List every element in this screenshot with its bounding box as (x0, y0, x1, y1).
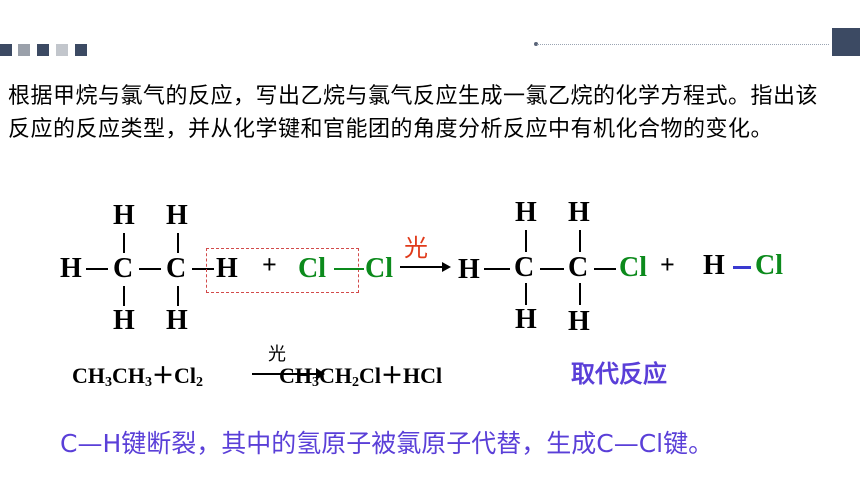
atom-h-bottom-2: H (166, 305, 188, 336)
eq-reactant2: Cl (174, 363, 197, 388)
question-text: 根据甲烷与氯气的反应，写出乙烷与氯气反应生成一氯乙烷的化学方程式。指出该反应的反… (8, 84, 819, 142)
bond-c4-cl (594, 268, 616, 270)
eq-plus-1: ＋ (152, 363, 175, 388)
plus-sign-2: + (660, 250, 675, 279)
eq-reactant1-sub2: 3 (145, 375, 152, 390)
atom-h-left-2: H (458, 254, 480, 285)
light-condition-label: 光 (404, 234, 428, 262)
atom-c2: C (166, 253, 187, 284)
atom-cl-2: Cl (365, 253, 393, 284)
atom-c3: C (514, 252, 535, 283)
atom-c1: C (113, 253, 134, 284)
eq-product1-sub2: 2 (352, 375, 360, 390)
eq-reactant1-a: CH (72, 363, 105, 388)
bond-h-c1 (86, 268, 108, 270)
bond-c4-h-top (579, 230, 581, 252)
atom-cl-hcl: Cl (755, 250, 783, 281)
conclusion-text: C—H键断裂，其中的氢原子被氯原子代替，生成C—Cl键。 (60, 429, 714, 458)
bond-break-highlight-box (206, 248, 359, 293)
bond-c2-h-bottom (177, 286, 179, 306)
bond-h-c3 (484, 268, 510, 270)
decor-square-1 (0, 44, 12, 56)
atom-c4: C (568, 252, 589, 283)
eq-product1-c: Cl (359, 363, 382, 388)
bond-c3-h-bottom (525, 283, 527, 305)
atom-h-top-2: H (166, 200, 188, 231)
eq-reactant2-sub: 2 (196, 375, 204, 390)
bond-c1-h-top (123, 233, 125, 253)
decor-square-2 (18, 44, 30, 56)
atom-h-right: H (216, 253, 238, 284)
eq-product1-a: CH (279, 363, 313, 388)
decor-dotted-line (537, 44, 829, 45)
eq-product1-sub1: 3 (312, 375, 320, 390)
decor-block (832, 28, 860, 56)
bond-c1-c2 (139, 268, 161, 270)
eq-reactant1-sub1: 3 (105, 375, 112, 390)
atom-h-left: H (60, 253, 82, 284)
eq-arrow-shaft (252, 373, 320, 375)
decor-square-3 (37, 44, 49, 56)
plus-sign-1: + (262, 250, 277, 279)
bond-c3-h-top (525, 230, 527, 252)
bond-c4-h-bottom (579, 283, 581, 305)
atom-h-top-1: H (113, 200, 135, 231)
decor-square-4 (56, 44, 68, 56)
bond-c2-h-top (177, 233, 179, 253)
bond-cl-cl (334, 268, 364, 270)
atom-h-bottom-1: H (113, 305, 135, 336)
bond-c2-h (192, 268, 214, 270)
atom-h-bottom-3: H (515, 304, 537, 335)
atom-h-top-3: H (515, 197, 537, 228)
bond-c1-h-bottom (123, 286, 125, 306)
bond-c3-c4 (540, 268, 564, 270)
decor-dot (534, 42, 538, 46)
reaction-arrow-head (442, 262, 451, 272)
eq-arrow-head (316, 368, 325, 380)
eq-light-condition: 光 (268, 344, 286, 365)
eq-plus-2: ＋ (381, 363, 404, 388)
atom-cl-1: Cl (298, 253, 326, 284)
eq-product2: HCl (403, 363, 443, 388)
atom-h-top-4: H (568, 197, 590, 228)
bond-h-cl (733, 266, 751, 269)
eq-reactant1-b: CH (112, 363, 145, 388)
reaction-type-label: 取代反应 (571, 360, 667, 388)
atom-h-bottom-4: H (568, 306, 590, 337)
atom-h-hcl: H (703, 250, 725, 281)
atom-cl-3: Cl (619, 252, 647, 283)
reaction-arrow-shaft (400, 266, 444, 268)
decor-square-5 (75, 44, 87, 56)
